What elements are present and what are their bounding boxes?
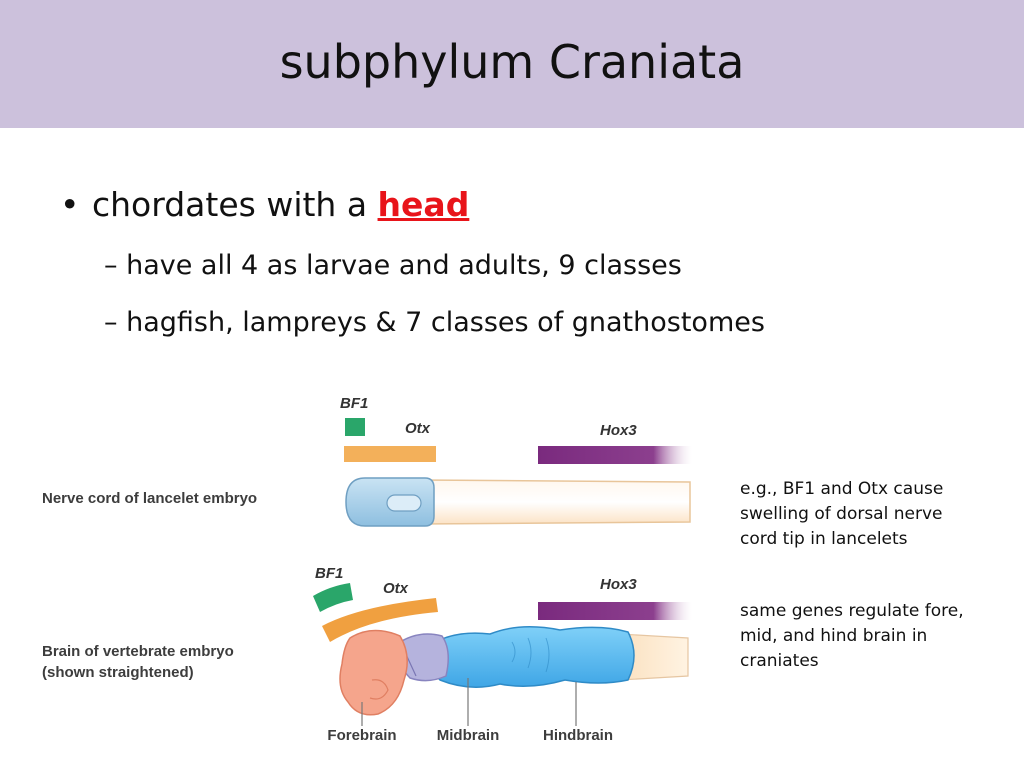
lancelet-nerve-cord [419,479,691,525]
forebrain-label: Forebrain [327,727,396,744]
sub-bullet-1: – have all 4 as larvae and adults, 9 cla… [104,250,682,281]
bullet-1: • chordates with a head [60,182,469,228]
note-line: swelling of dorsal nerve [740,504,943,524]
hox3-expression-bar [538,446,692,464]
gene-hox3-label-vertebrate: Hox3 [600,576,637,593]
note-line: same genes regulate fore, [740,601,964,621]
otx-expression-arc [322,598,438,642]
vertebrate-label-line1: Brain of vertebrate embryo [42,643,234,660]
slide-title: subphylum Craniata [279,35,745,89]
note-line: mid, and hind brain in [740,626,928,646]
bullet-1-text: chordates with a [92,185,378,224]
sub-bullet-2: – hagfish, lampreys & 7 classes of gnath… [104,307,765,338]
bf1-expression-bar [345,418,365,436]
gene-bf1-label-vertebrate: BF1 [315,565,343,582]
hindbrain-label: Hindbrain [543,727,613,744]
bf1-expression-arc [313,583,353,612]
gene-hox3-label: Hox3 [600,422,637,439]
bullet-1-emphasis: head [377,185,470,224]
gene-bf1-label: BF1 [340,395,368,412]
note-craniates: same genes regulate fore, mid, and hind … [740,599,1020,674]
hindbrain-folds [511,637,550,673]
gene-otx-label-vertebrate: Otx [383,580,409,597]
bullet-dot-icon: • [60,185,80,224]
note-line: craniates [740,651,819,671]
forebrain-fold [369,679,389,700]
hindbrain-region [429,626,635,688]
gene-expression-figure: Nerve cord of lancelet embryo Brain of v… [42,395,692,744]
vertebrate-label-line2: (shown straightened) [42,664,194,681]
lancelet-label: Nerve cord of lancelet embryo [42,490,257,507]
forebrain-region [339,629,408,716]
gene-otx-label: Otx [405,420,431,437]
hox3-expression-bar-vertebrate [538,602,692,620]
midbrain-label: Midbrain [437,727,500,744]
note-lancelet: e.g., BF1 and Otx cause swelling of dors… [740,477,1020,552]
lancelet-cord-vesicle [386,494,422,512]
note-line: e.g., BF1 and Otx cause [740,479,944,499]
title-bar [0,0,1024,128]
otx-expression-bar-fill [344,446,436,462]
note-line: cord tip in lancelets [740,529,908,549]
